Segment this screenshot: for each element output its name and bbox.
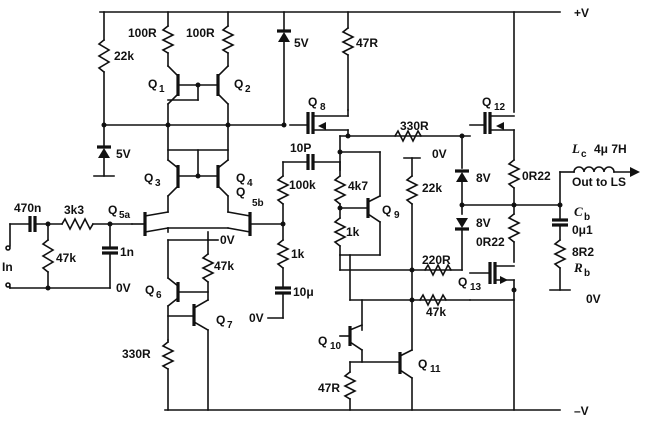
r1k-q9-label: 1k xyxy=(346,225,360,239)
q13-label: Q xyxy=(458,275,467,289)
q4-sub-label: 4 xyxy=(247,178,253,189)
c10u-label: 10μ xyxy=(293,285,314,299)
ground-label-2: 0V xyxy=(220,233,235,247)
ground-label-4: 0V xyxy=(432,147,447,161)
c10p-label: 10P xyxy=(290,141,311,155)
negative-rail-label: –V xyxy=(574,404,589,418)
input-section: In 470n 3k3 47k 1n 0V xyxy=(2,201,134,295)
r4k7-label: 4k7 xyxy=(348,179,368,193)
z8v-b-label: 8V xyxy=(476,216,491,230)
q2-sub-label: 2 xyxy=(245,84,251,95)
current-mirror: 22k 100R 100R Q 1 Q 2 5V xyxy=(93,11,309,177)
q3-label: Q xyxy=(144,171,153,185)
q3-sub-label: 3 xyxy=(155,178,161,189)
input-cap-label: 470n xyxy=(14,201,41,215)
r47k-q67-label: 47k xyxy=(214,259,234,273)
driver-stage: 47R Q 8 330R xyxy=(289,11,471,155)
q11-label: Q xyxy=(418,357,427,371)
input-res-shunt-label: 47k xyxy=(56,251,76,265)
output-label: Out to LS xyxy=(572,175,626,189)
q12-sub-label: 12 xyxy=(494,102,506,113)
bias-spreader: 4k7 1k Q 9 xyxy=(333,151,400,256)
q1-sub-label: 1 xyxy=(159,84,165,95)
r22k-top-label: 22k xyxy=(114,49,134,63)
r330r-top-label: 330R xyxy=(400,119,429,133)
output-res-value-label: 8R2 xyxy=(572,245,594,259)
inductor-label: L xyxy=(571,141,580,156)
feedback-network: 100k 1k 10μ 0V 10P xyxy=(249,141,341,325)
ground-label-3: 0V xyxy=(249,311,264,325)
negative-rail: –V xyxy=(164,404,589,418)
q10-sub-label: 10 xyxy=(330,341,342,352)
r220r-label: 220R xyxy=(422,253,451,267)
cascode-pair: Q 3 Q 4 xyxy=(144,124,253,213)
r47r-bottom-label: 47R xyxy=(318,381,340,395)
r330r-bottom-label: 330R xyxy=(122,347,151,361)
q5a-label: Q xyxy=(108,203,117,217)
r0r22-b-label: 0R22 xyxy=(476,235,505,249)
ground-label-5: 0V xyxy=(586,292,601,306)
q10-label: Q xyxy=(318,334,327,348)
output-cap-value-label: 0μ1 xyxy=(572,223,593,237)
input-diff-pair: Q 5a Q 5b xyxy=(108,185,284,241)
positive-rail: +V xyxy=(99,6,589,20)
input-label: In xyxy=(2,260,13,274)
q12-label: Q xyxy=(482,95,491,109)
q5b-label: Q xyxy=(236,185,245,199)
r1k-fb-label: 1k xyxy=(291,247,305,261)
q7-sub-label: 7 xyxy=(227,320,233,331)
r47r-top-label: 47R xyxy=(356,36,378,50)
q13-sub-label: 13 xyxy=(470,282,482,293)
q6-label: Q xyxy=(145,283,154,297)
q9-label: Q xyxy=(382,203,391,217)
q5b-sub-label: 5b xyxy=(252,198,264,209)
q1-label: Q xyxy=(148,77,157,91)
q4-label: Q xyxy=(236,171,245,185)
q8-label: Q xyxy=(308,95,317,109)
q7-label: Q xyxy=(216,313,225,327)
q6-sub-label: 6 xyxy=(156,290,162,301)
output-stage: Q 12 0R22 8V 8V 0R22 Q 13 xyxy=(455,11,640,411)
z5v-left-label: 5V xyxy=(116,147,131,161)
output-res-sub-label: b xyxy=(584,268,590,279)
tail-current-source: Q 6 0V 47k Q 7 330R xyxy=(122,233,235,411)
r100r-b-label: 100R xyxy=(186,26,215,40)
r100k-label: 100k xyxy=(289,178,316,192)
q2-label: Q xyxy=(234,77,243,91)
r22k-mid-label: 22k xyxy=(422,181,442,195)
r100r-a-label: 100R xyxy=(128,26,157,40)
q5a-sub-label: 5a xyxy=(119,210,131,221)
inductor-value-label: 4μ 7H xyxy=(594,142,627,156)
output-res-label: R xyxy=(573,260,583,275)
ground-label-1: 0V xyxy=(116,281,131,295)
vas-stage: 0V 22k 220R 47k Q 10 47R Q 11 xyxy=(318,147,471,411)
input-res-series-label: 3k3 xyxy=(64,203,84,217)
output-cap-label: C xyxy=(574,204,583,219)
r0r22-a-label: 0R22 xyxy=(522,169,551,183)
z8v-a-label: 8V xyxy=(476,171,491,185)
z5v-top-label: 5V xyxy=(294,36,309,50)
inductor-sub-label: c xyxy=(581,149,587,160)
q9-sub-label: 9 xyxy=(394,210,400,221)
q11-sub-label: 11 xyxy=(430,364,441,375)
output-cap-sub-label: b xyxy=(584,212,590,223)
r47k-fb2-label: 47k xyxy=(426,305,446,319)
q8-sub-label: 8 xyxy=(320,102,326,113)
input-cap-shunt-label: 1n xyxy=(120,245,134,259)
positive-rail-label: +V xyxy=(574,6,589,20)
